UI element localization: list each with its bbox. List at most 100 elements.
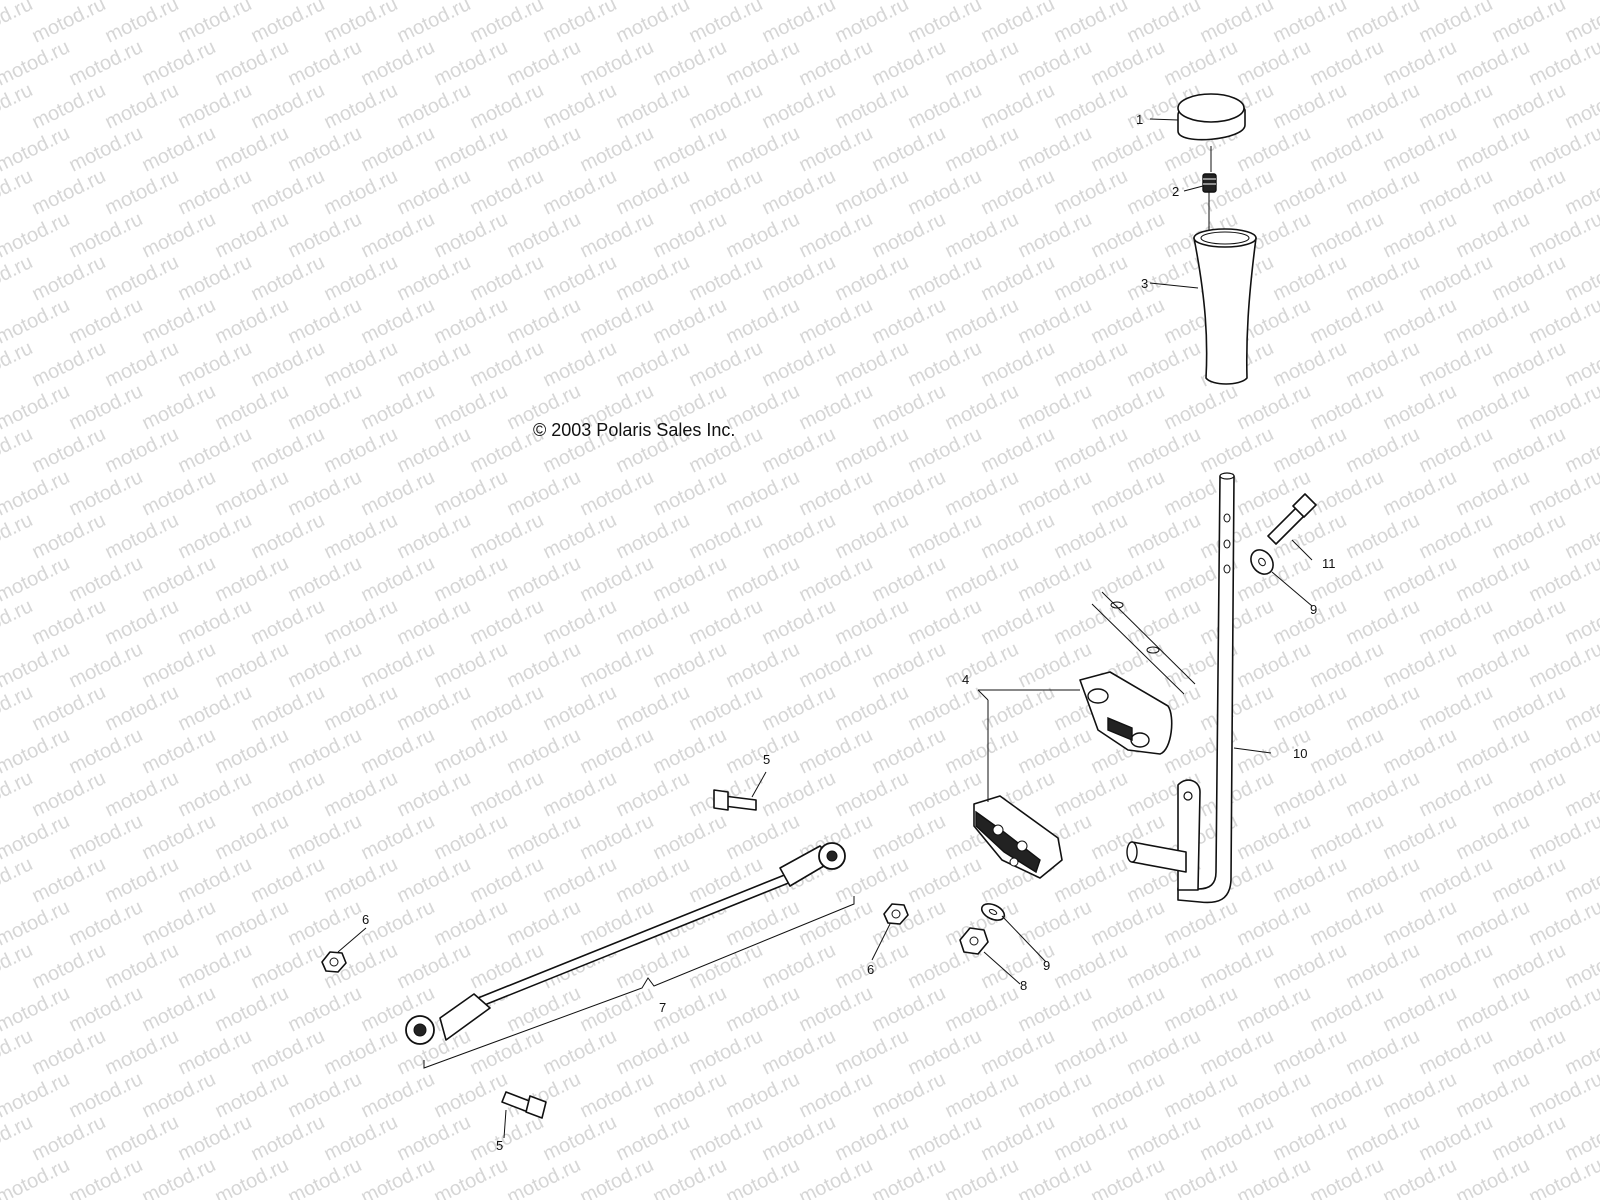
watermark-text: motod.ru <box>650 724 731 778</box>
watermark-text: motod.ru <box>358 36 439 90</box>
callout-5-upper: 5 <box>763 752 770 767</box>
watermark-text: motod.ru <box>175 595 256 649</box>
watermark-text: motod.ru <box>540 251 621 305</box>
watermark-text: motod.ru <box>248 939 329 993</box>
watermark-text: motod.ru <box>1489 251 1570 305</box>
watermark-text: motod.ru <box>358 380 439 434</box>
watermark-text: motod.ru <box>1124 0 1205 47</box>
watermark-text: motod.ru <box>285 810 366 864</box>
watermark-text: motod.ru <box>248 853 329 907</box>
watermark-text: motod.ru <box>978 1025 1059 1079</box>
watermark-text: motod.ru <box>1526 380 1600 434</box>
watermark-text: motod.ru <box>66 1068 147 1122</box>
watermark-text: motod.ru <box>942 724 1023 778</box>
watermark-text: motod.ru <box>686 251 767 305</box>
watermark-text: motod.ru <box>1051 423 1132 477</box>
watermark-text: motod.ru <box>1343 939 1424 993</box>
watermark-text: motod.ru <box>540 337 621 391</box>
watermark-text: motod.ru <box>1124 1025 1205 1079</box>
watermark-text: motod.ru <box>29 423 110 477</box>
watermark-text: motod.ru <box>1380 896 1461 950</box>
watermark-text: motod.ru <box>613 0 694 47</box>
watermark-text: motod.ru <box>467 79 548 133</box>
watermark-text: motod.ru <box>650 294 731 348</box>
watermark-text: motod.ru <box>942 122 1023 176</box>
watermark-text: motod.ru <box>759 0 840 47</box>
watermark-text: motod.ru <box>285 294 366 348</box>
watermark-text: motod.ru <box>321 251 402 305</box>
callouts: 1 2 3 4 5 5 6 6 7 8 9 9 10 11 <box>362 112 1336 1153</box>
watermark-text: motod.ru <box>1489 337 1570 391</box>
watermark-text: motod.ru <box>905 423 986 477</box>
watermark-text: motod.ru <box>577 810 658 864</box>
watermark-text: motod.ru <box>1526 724 1600 778</box>
watermark-text: motod.ru <box>1380 466 1461 520</box>
nut-left <box>321 951 347 973</box>
watermark-text: motod.ru <box>869 1068 950 1122</box>
watermark-text: motod.ru <box>1234 1154 1315 1200</box>
watermark-text: motod.ru <box>467 1111 548 1165</box>
watermark-text: motod.ru <box>504 36 585 90</box>
watermark-text: motod.ru <box>869 36 950 90</box>
watermark-text: motod.ru <box>1343 79 1424 133</box>
watermark-text: motod.ru <box>905 681 986 735</box>
watermark-text: motod.ru <box>723 122 804 176</box>
watermark-text: motod.ru <box>796 36 877 90</box>
watermark-text: motod.ru <box>759 423 840 477</box>
watermark-text: motod.ru <box>1380 982 1461 1036</box>
watermark-text: motod.ru <box>431 294 512 348</box>
watermark-text: motod.ru <box>686 1025 767 1079</box>
watermark-text: motod.ru <box>212 122 293 176</box>
watermark-text: motod.ru <box>1380 810 1461 864</box>
watermark-text: motod.ru <box>66 552 147 606</box>
watermark-text: motod.ru <box>613 853 694 907</box>
watermark-text: motod.ru <box>248 595 329 649</box>
watermark-text: motod.ru <box>759 165 840 219</box>
watermark-text: motod.ru <box>248 0 329 47</box>
watermark-text: motod.ru <box>285 122 366 176</box>
watermark-text: motod.ru <box>686 939 767 993</box>
watermark-text: motod.ru <box>1307 896 1388 950</box>
watermark-text: motod.ru <box>1124 337 1205 391</box>
watermark-text: motod.ru <box>1234 982 1315 1036</box>
watermark-text: motod.ru <box>832 423 913 477</box>
callout-7: 7 <box>659 1000 666 1015</box>
watermark-text: motod.ru <box>650 36 731 90</box>
watermark-text: motod.ru <box>978 251 1059 305</box>
watermark-text: motod.ru <box>1453 380 1534 434</box>
watermark-text: motod.ru <box>1343 0 1424 47</box>
watermark-text: motod.ru <box>66 810 147 864</box>
watermark-text: motod.ru <box>978 509 1059 563</box>
watermark-text: motod.ru <box>1416 79 1497 133</box>
watermark-text: motod.ru <box>905 1111 986 1165</box>
watermark-text: motod.ru <box>1343 595 1424 649</box>
watermark-text: motod.ru <box>102 251 183 305</box>
watermark-text: motod.ru <box>1124 595 1205 649</box>
watermark-text: motod.ru <box>1489 853 1570 907</box>
watermark-text: motod.ru <box>29 939 110 993</box>
watermark-text: motod.ru <box>905 509 986 563</box>
watermark-text: motod.ru <box>869 552 950 606</box>
watermark-text: motod.ru <box>431 1154 512 1200</box>
watermark-text: motod.ru <box>942 208 1023 262</box>
knob-cap <box>1177 93 1246 172</box>
watermark-text: motod.ru <box>358 638 439 692</box>
watermark-text: motod.ru <box>905 0 986 47</box>
watermark-text: motod.ru <box>686 509 767 563</box>
watermark-text: motod.ru <box>358 552 439 606</box>
lever-bolt <box>1267 493 1317 545</box>
watermark-text: motod.ru <box>29 853 110 907</box>
watermark-text: motod.ru <box>1489 767 1570 821</box>
watermark-text: motod.ru <box>1489 1111 1570 1165</box>
watermark-text: motod.ru <box>650 122 731 176</box>
watermark-text: motod.ru <box>577 552 658 606</box>
watermark-text: motod.ru <box>723 208 804 262</box>
watermark-text: motod.ru <box>832 1025 913 1079</box>
watermark-text: motod.ru <box>394 939 475 993</box>
watermark-text: motod.ru <box>467 509 548 563</box>
watermark-text: motod.ru <box>1088 896 1169 950</box>
watermark-text: motod.ru <box>321 767 402 821</box>
callout-3: 3 <box>1141 276 1148 291</box>
watermark-text: motod.ru <box>175 337 256 391</box>
